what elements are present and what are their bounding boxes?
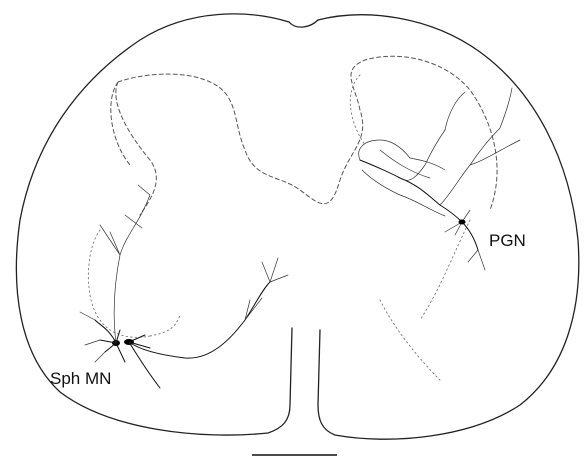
sph-mn-label: Sph MN: [50, 369, 111, 388]
dorsal-notch: [289, 20, 318, 27]
grey-matter-outline: [111, 56, 497, 215]
sph-mn-neuron: [80, 185, 288, 388]
pgn-label: PGN: [489, 231, 526, 250]
pgn-soma: [459, 220, 466, 225]
grey-matter-dotted-outline: [88, 75, 470, 380]
